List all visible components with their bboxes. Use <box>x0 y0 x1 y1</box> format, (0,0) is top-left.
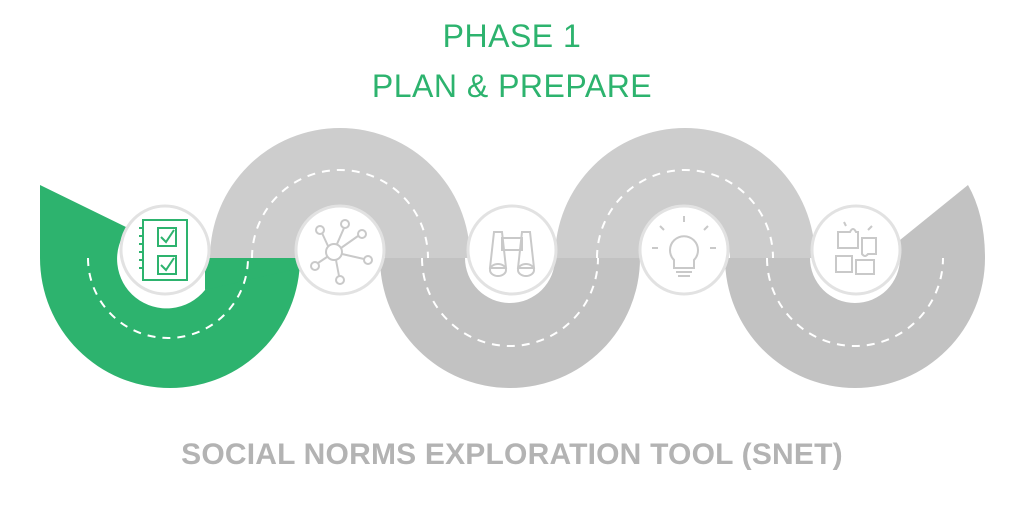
road-center-line <box>87 169 944 347</box>
step-4 <box>638 204 730 296</box>
step-3 <box>466 204 558 296</box>
road-segment-arch-1 <box>210 128 470 258</box>
step-1 <box>119 204 211 296</box>
phase-label: PHASE 1 <box>442 18 582 54</box>
road-segment-active-fill <box>205 258 300 290</box>
checklist-icon <box>139 219 188 281</box>
road-segment-bowl-1 <box>380 258 640 388</box>
road-segment-tail-end <box>900 185 985 258</box>
step-5 <box>810 204 902 296</box>
network-icon <box>310 219 373 285</box>
step-2 <box>294 204 386 296</box>
binoculars-icon <box>488 231 536 277</box>
tool-name: SOCIAL NORMS EXPLORATION TOOL (SNET) <box>181 438 843 471</box>
road-segment-active-start <box>40 185 300 388</box>
lightbulb-icon <box>652 216 716 277</box>
road-diagram <box>40 128 985 388</box>
puzzle-icon <box>835 221 877 275</box>
phase-name: PLAN & PREPARE <box>371 68 653 104</box>
road-segment-bowl-2 <box>725 258 985 388</box>
road-segment-arch-2 <box>555 128 815 258</box>
